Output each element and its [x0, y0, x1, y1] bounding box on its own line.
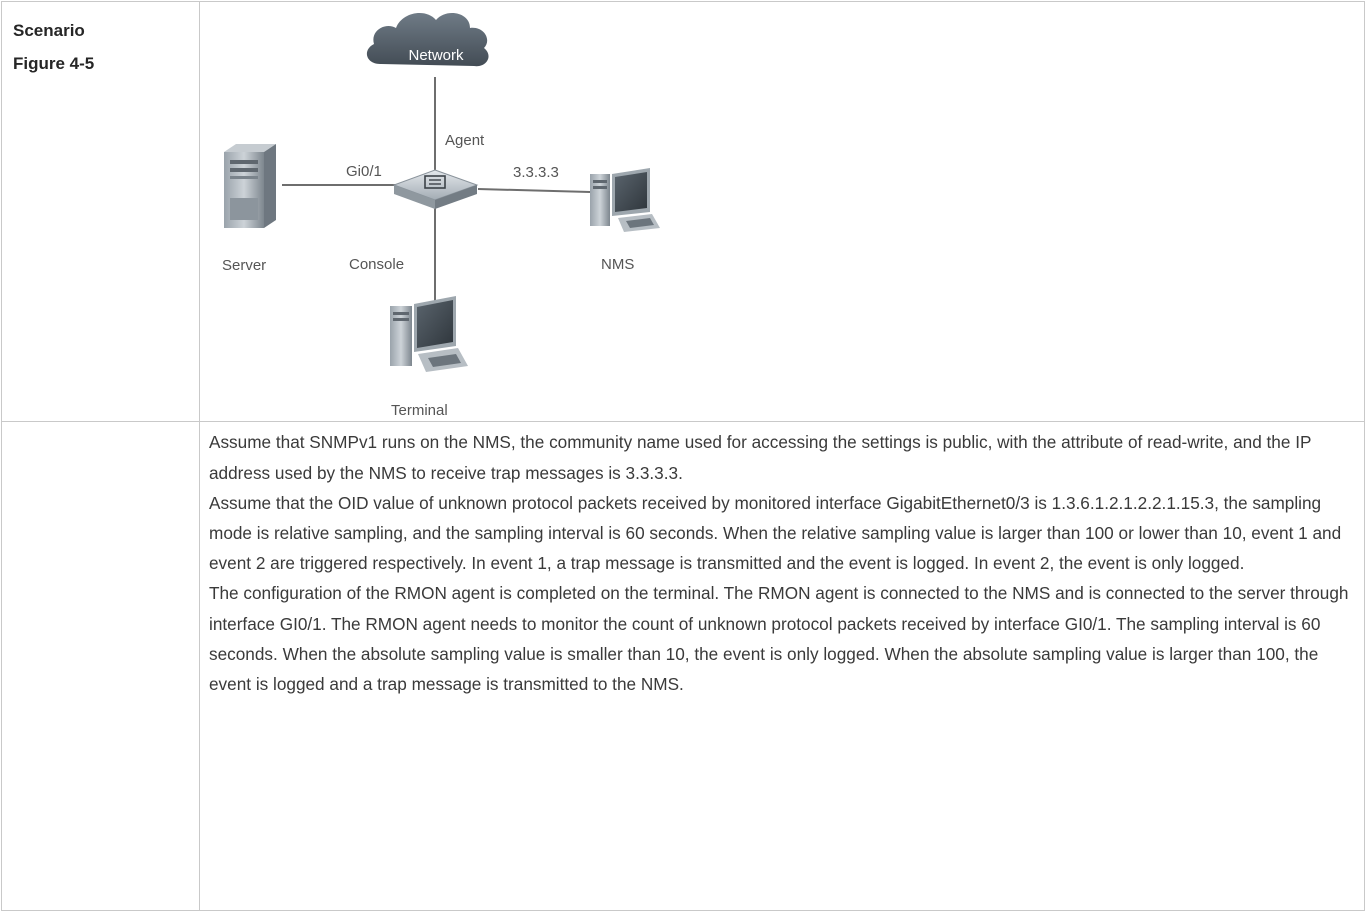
- cloud-icon: Network: [366, 13, 489, 67]
- switch-icon: [392, 169, 479, 209]
- server-icon: [224, 144, 276, 228]
- paragraph-rmon-configuration: The configuration of the RMON agent is c…: [209, 583, 1349, 695]
- agent-label: Agent: [445, 132, 485, 149]
- cloud-label: Network: [408, 47, 464, 64]
- nms-label: NMS: [601, 256, 634, 273]
- figure-label: Figure 4-5: [13, 54, 95, 73]
- description-paragraphs: Assume that SNMPv1 runs on the NMS, the …: [200, 422, 1364, 699]
- figure-row: Scenario Figure 4-5: [1, 0, 1365, 423]
- terminal-label: Terminal: [391, 402, 448, 419]
- server-label: Server: [222, 257, 266, 274]
- description-cell: Assume that SNMPv1 runs on the NMS, the …: [199, 421, 1365, 911]
- link-agent-nms: [477, 188, 591, 193]
- empty-label-cell: [1, 421, 200, 911]
- nms-ip-label: 3.3.3.3: [513, 164, 559, 181]
- port-label: Gi0/1: [346, 163, 382, 180]
- description-row: Assume that SNMPv1 runs on the NMS, the …: [1, 421, 1365, 911]
- label-cell: Scenario Figure 4-5: [1, 0, 200, 423]
- nms-computer-icon: [590, 168, 660, 232]
- scenario-label: Scenario: [13, 21, 85, 40]
- console-label: Console: [349, 256, 404, 273]
- paragraph-oid-assumption: Assume that the OID value of unknown pro…: [209, 492, 1342, 574]
- terminal-computer-icon: [390, 296, 468, 372]
- connection-lines: [282, 77, 591, 302]
- figure-cell: Network: [199, 0, 1365, 423]
- network-topology-diagram: Network: [222, 13, 660, 419]
- paragraph-snmp-assumption: Assume that SNMPv1 runs on the NMS, the …: [209, 432, 1312, 483]
